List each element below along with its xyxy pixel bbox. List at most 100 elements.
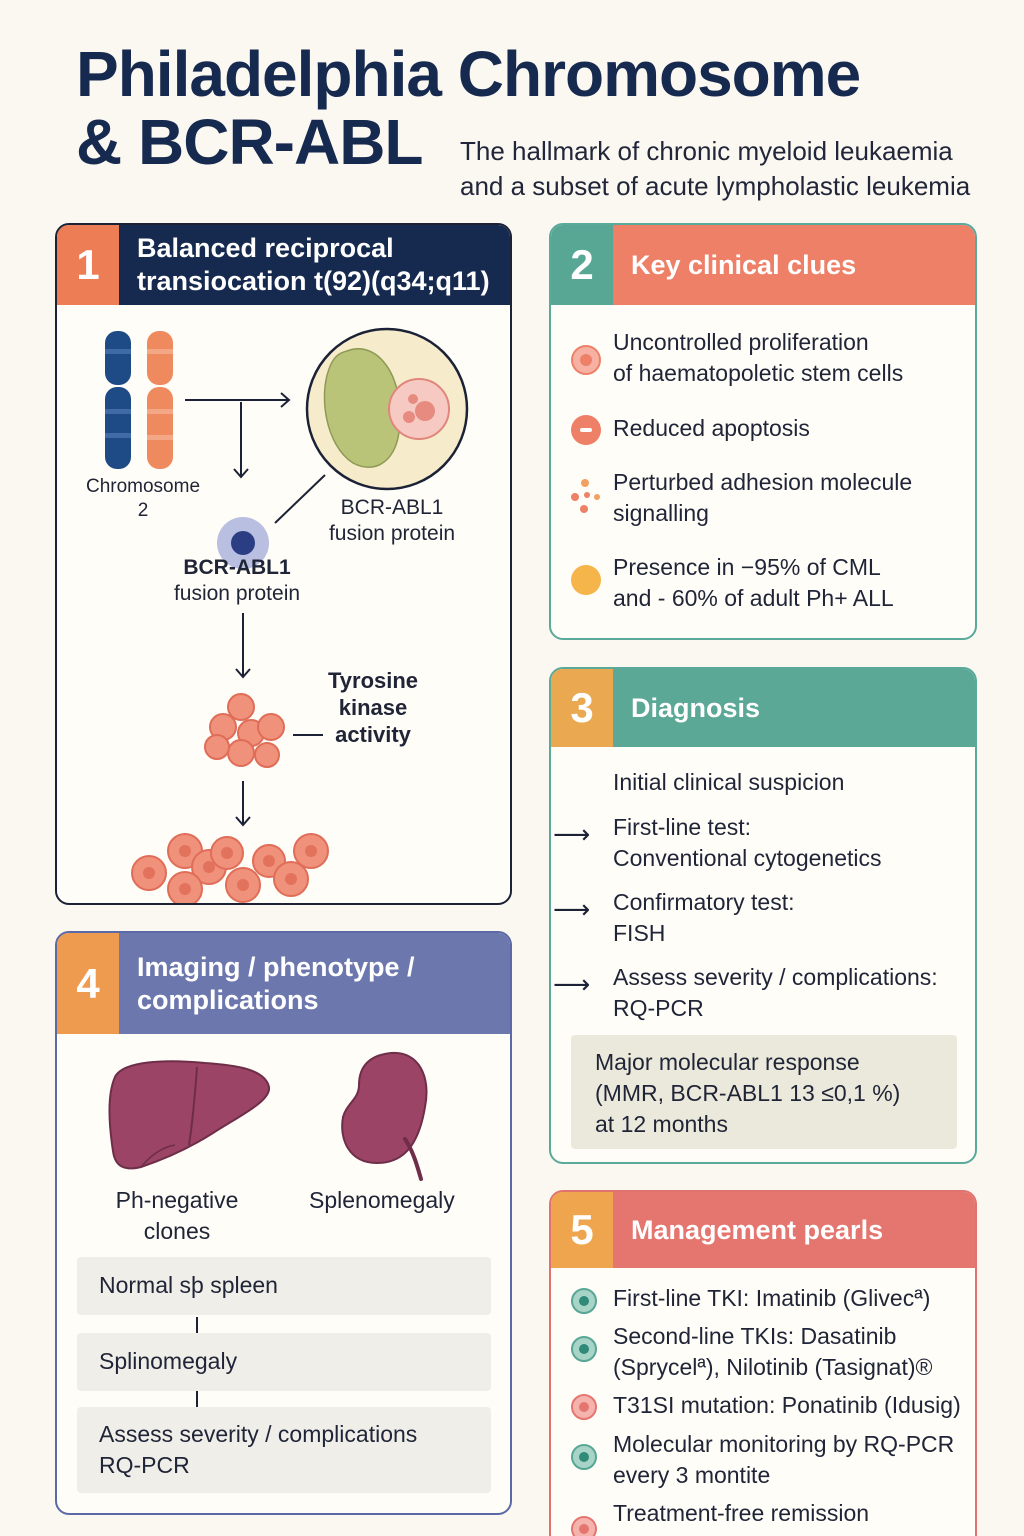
dot-icon	[571, 345, 601, 375]
teal-dot-icon	[571, 1288, 597, 1314]
chromosome-orange-icon	[147, 331, 173, 469]
management-card: 5 Management pearls First-line TKI: Imat…	[549, 1190, 977, 1536]
card-title: Management pearls	[613, 1192, 975, 1268]
flow-step-3-line-2: RQ-PCR	[99, 1452, 190, 1478]
arrow-right-icon-2: ⟶	[553, 894, 591, 924]
pearl-item-2: Second-line TKIs: Dasatinib (Sprycelª), …	[613, 1321, 932, 1383]
card-header: 2 Key clinical clues	[551, 225, 975, 305]
chromosome-label-line-2: 2	[137, 500, 149, 521]
chromosome-label-line-1: Chromosome	[85, 476, 201, 497]
card-title: Diagnosis	[613, 669, 975, 747]
liver-icon	[108, 1060, 271, 1170]
tyrosine-line-2: kinase	[338, 695, 408, 720]
flow-step-1-line-1: Normal sþ spleen	[99, 1272, 278, 1298]
card-number: 1	[57, 225, 119, 305]
translocation-diagram	[105, 327, 469, 903]
pearl-item-2-line-2: (Sprycelª), Nilotinib (Tasignat)®	[613, 1354, 933, 1380]
flow-step-3-line-1: Assess severity / complications	[99, 1421, 418, 1447]
card-title: Key clinical clues	[613, 225, 975, 305]
pearl-item-3: T31SI mutation: Ponatinib (Idusig)	[613, 1390, 961, 1421]
mmr-line-1: Major molecular response	[595, 1049, 860, 1075]
fusion-label-left-line-1: BCR-ABL1	[183, 556, 291, 579]
title-line-1: Philadelphia Chromosome	[76, 38, 861, 110]
title-line-2: & BCR-ABL	[76, 106, 424, 178]
rose-dot-icon	[571, 1394, 597, 1420]
fusion-label-right: BCR-ABL1 fusion protein	[313, 495, 471, 547]
flow-connector-2	[196, 1391, 198, 1409]
diagnosis-step-1: First-line test: Conventional cytogeneti…	[613, 812, 882, 874]
arrow-down-icon-2	[235, 613, 251, 679]
clue-item-4-line-1: Presence in −95% of CML	[613, 554, 881, 580]
fusion-label-right-line-1: BCR-ABL1	[340, 496, 444, 519]
card-header: 3 Diagnosis	[551, 669, 975, 747]
initial-suspicion: Initial clinical suspicion	[613, 769, 845, 795]
spleen-icon	[341, 1051, 428, 1181]
tyrosine-line-3: activity	[335, 722, 411, 747]
teal-dot-icon-2	[571, 1336, 597, 1362]
teal-dot-icon-3	[571, 1444, 597, 1470]
mmr-box: Major molecular response (MMR, BCR-ABL1 …	[571, 1035, 957, 1149]
diagnosis-step-3: Assess severity / complications: RQ-PCR	[613, 962, 938, 1024]
card-number: 2	[551, 225, 613, 305]
card-title-line-2: complications	[137, 984, 319, 1015]
fusion-label-left-line-2: fusion protein	[173, 582, 301, 605]
chromosome-blue-icon	[105, 331, 131, 469]
arrow-down-icon	[233, 402, 249, 479]
flow-step-1: Normal sþ spleen	[77, 1257, 491, 1315]
clue-item-1: Uncontrolled proliferation of haematopol…	[613, 327, 903, 389]
pearl-item-1: First-line TKI: Imatinib (Glivecª)	[613, 1283, 930, 1314]
diagnosis-step-1-line-1: First-line test:	[613, 814, 752, 840]
liver-label-line-2: clones	[143, 1218, 211, 1244]
spleen-label: Splenomegaly	[309, 1187, 455, 1213]
rose-dot-icon-2	[571, 1516, 597, 1536]
clue-item-4-line-2: and - 60% of adult Ph+ ALL	[613, 585, 894, 611]
pearl-item-4-line-1: Molecular monitoring by RQ-PCR	[613, 1431, 955, 1457]
card-title-line-2: transiocation t(92)(q34;q11)	[137, 266, 490, 296]
fusion-label-left: BCR-ABL1 fusion protein	[159, 555, 315, 607]
scatter-dots-icon	[571, 479, 600, 513]
card-number: 3	[551, 669, 613, 747]
flow-step-2-line-1: Splinomegaly	[99, 1348, 238, 1374]
diagnosis-step-1-line-2: Conventional cytogenetics	[613, 845, 882, 871]
flow-step-3: Assess severity / complications RQ-PCR	[77, 1407, 491, 1493]
card-title-line-1: Imaging / phenotype /	[137, 951, 415, 982]
mmr-line-3: at 12 months	[595, 1111, 728, 1137]
clinical-clues-card: 2 Key clinical clues Uncontrolled prolif…	[549, 223, 977, 640]
pearl-item-1-line-1: First-line TKI: Imatinib (Glivecª)	[613, 1285, 931, 1311]
arrow-right-icon: ⟶	[553, 819, 591, 849]
pearl-item-4: Molecular monitoring by RQ-PCR every 3 m…	[613, 1429, 954, 1491]
card-title: Balanced reciprocal transiocation t(92)(…	[119, 225, 510, 305]
translocation-card: 1 Balanced reciprocal transiocation t(92…	[55, 223, 512, 905]
page-subtitle: The hallmark of chronic myeloid leukaemi…	[460, 134, 970, 204]
connector-line	[274, 474, 326, 524]
card-title-line-1: Balanced reciprocal	[137, 233, 394, 263]
flow-connector	[196, 1317, 198, 1335]
card-header: 5 Management pearls	[551, 1192, 975, 1268]
card-title: Imaging / phenotype / complications	[119, 933, 510, 1034]
diagnosis-step-3-line-1: Assess severity / complications:	[613, 964, 938, 990]
cell-spread-icon	[131, 833, 329, 903]
clue-item-4: Presence in −95% of CML and - 60% of adu…	[613, 552, 894, 614]
cell-magnified-icon	[305, 327, 469, 491]
card-header: 4 Imaging / phenotype / complications	[57, 933, 510, 1034]
liver-label: Ph-negative clones	[97, 1185, 257, 1247]
clue-item-2: Reduced apoptosis	[613, 413, 810, 444]
amber-dot-icon	[571, 565, 601, 595]
mmr-line-2: (MMR, BCR-ABL1 13 ≤0,1 %)	[595, 1080, 901, 1106]
chromosome-label: Chromosome 2	[79, 475, 207, 523]
card-header: 1 Balanced reciprocal transiocation t(92…	[57, 225, 510, 305]
diagnosis-step-3-line-2: RQ-PCR	[613, 995, 704, 1021]
diagnosis-step-2: Confirmatory test: FISH	[613, 887, 795, 949]
diagnosis-card: 3 Diagnosis Initial clinical suspicion ⟶…	[549, 667, 977, 1164]
tyrosine-line-1: Tyrosine	[327, 668, 419, 693]
clue-item-1-line-1: Uncontrolled proliferation	[613, 329, 869, 355]
fusion-protein-icon	[217, 517, 269, 569]
arrow-down-icon-3	[235, 781, 251, 827]
minus-dot-icon	[571, 415, 601, 445]
pearl-item-5: Treatment-free remission	[613, 1498, 869, 1529]
subtitle-line-2: and a subset of acute lympholastic leuke…	[460, 171, 971, 201]
liver-label-line-1: Ph-negative	[115, 1187, 239, 1213]
diagnosis-step-2-line-2: FISH	[613, 920, 666, 946]
pearl-item-2-line-1: Second-line TKIs: Dasatinib	[613, 1323, 897, 1349]
clue-item-3-line-1: Perturbed adhesion molecule	[613, 469, 913, 495]
